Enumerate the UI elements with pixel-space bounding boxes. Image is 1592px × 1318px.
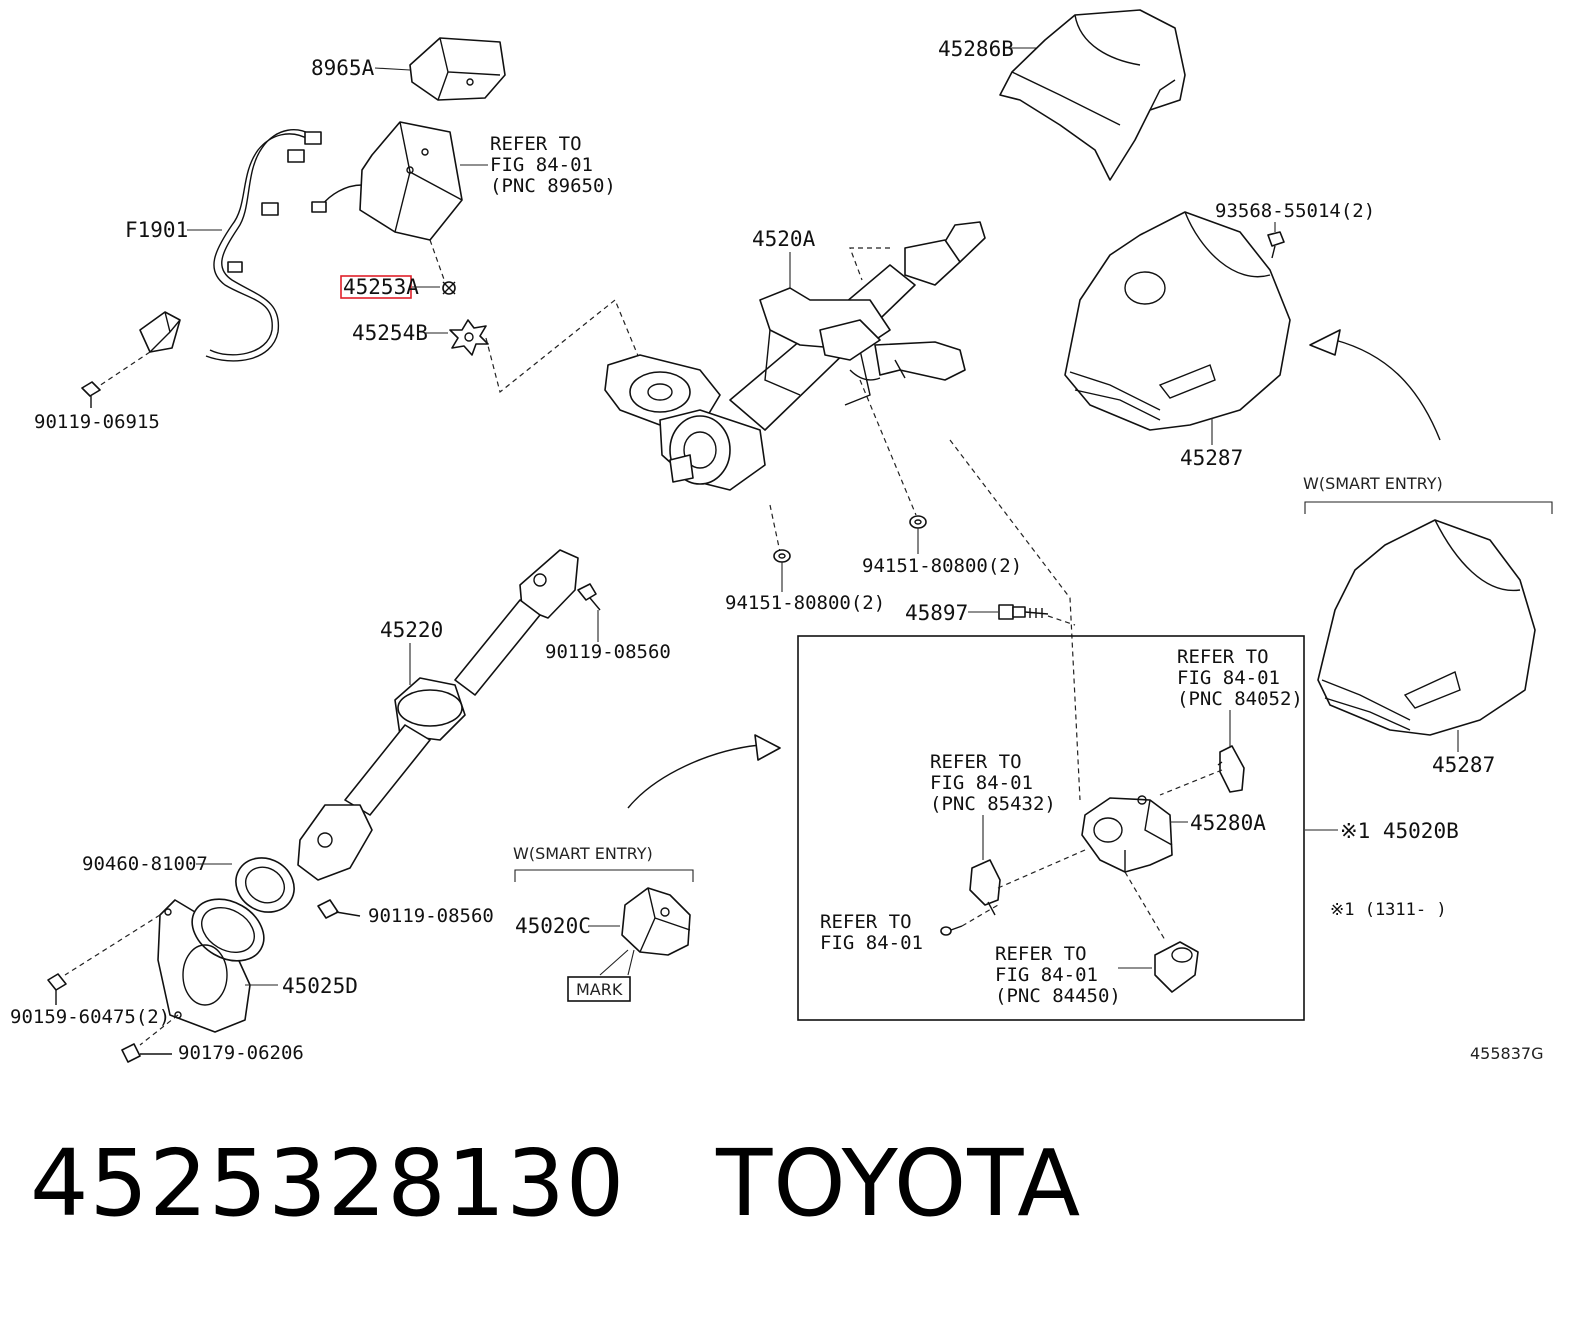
- label-refer-84450-2: FIG 84-01: [995, 964, 1098, 986]
- label-refer-89650-1: REFER TO: [490, 133, 582, 155]
- part-4520A-steering-column: [604, 221, 986, 491]
- part-bolt-90119-08560-a: [577, 583, 601, 611]
- label-note-1311: ※1 (1311- ): [1330, 900, 1447, 920]
- part-45020C-lock: [621, 887, 691, 956]
- label-smart-entry-right: W(SMART ENTRY): [1303, 474, 1443, 493]
- label-45220: 45220: [380, 618, 443, 642]
- highlight-box-45253A: [340, 275, 412, 299]
- part-84052-switch: [1217, 745, 1245, 793]
- label-94151-a: 94151-80800(2): [725, 592, 885, 614]
- label-refer-fig-1: REFER TO: [820, 911, 912, 933]
- footer-part-info: 4525328130 TOYOTA: [30, 1130, 1081, 1237]
- label-94151-b: 94151-80800(2): [862, 555, 1022, 577]
- part-ecu-89650: [311, 121, 463, 241]
- label-90159: 90159-60475(2): [10, 1006, 170, 1028]
- label-90119-08560-b: 90119-08560: [368, 905, 494, 927]
- label-93568: 93568-55014(2): [1215, 200, 1375, 222]
- label-smart-entry-mid: W(SMART ENTRY): [513, 844, 653, 863]
- label-refer-84052-1: REFER TO: [1177, 646, 1269, 668]
- label-refer-84052-3: (PNC 84052): [1177, 688, 1303, 710]
- label-45020B: ※1 45020B: [1340, 819, 1459, 843]
- label-refer-fig-2: FIG 84-01: [820, 932, 923, 954]
- part-85432-switch: [969, 859, 1001, 916]
- part-refer-screw: [940, 925, 963, 936]
- label-45020C: 45020C: [515, 914, 591, 938]
- part-bolt-90119-06915: [81, 381, 101, 408]
- label-refer-84450-3: (PNC 84450): [995, 985, 1121, 1007]
- label-90119-06915: 90119-06915: [34, 411, 160, 433]
- label-45254B: 45254B: [352, 321, 428, 345]
- part-45280A-lock-assembly: [1081, 795, 1173, 873]
- part-45220-intermediate-shaft: [297, 549, 579, 881]
- label-90179: 90179-06206: [178, 1042, 304, 1064]
- label-refer-85432-1: REFER TO: [930, 751, 1022, 773]
- label-figure-code: 455837G: [1470, 1044, 1543, 1063]
- part-F1901-harness: [139, 129, 322, 362]
- label-refer-89650-2: FIG 84-01: [490, 154, 593, 176]
- part-screw-93568: [1267, 231, 1285, 259]
- group-box-45020B: [797, 635, 1305, 1021]
- label-45286B: 45286B: [938, 37, 1014, 61]
- label-45287-top: 45287: [1180, 446, 1243, 470]
- label-refer-89650-3: (PNC 89650): [490, 175, 616, 197]
- footer-brand: TOYOTA: [716, 1130, 1082, 1237]
- label-45025D: 45025D: [282, 974, 358, 998]
- footer-part-number: 4525328130: [30, 1130, 626, 1237]
- part-45897-bolt: [998, 604, 1049, 620]
- part-45287-lower-cover-smart: [1317, 519, 1536, 736]
- label-45287-bottom: 45287: [1432, 753, 1495, 777]
- label-45253A: 45253A: [343, 275, 419, 299]
- label-refer-84450-1: REFER TO: [995, 943, 1087, 965]
- part-45025D-boot-plate: [157, 898, 265, 1033]
- part-90460-seal: [235, 857, 295, 913]
- label-90119-08560-a: 90119-08560: [545, 641, 671, 663]
- part-nut-94151-b: [909, 515, 927, 529]
- part-45286B-upper-cover: [999, 9, 1186, 181]
- part-45287-lower-cover-top: [1064, 211, 1291, 431]
- label-refer-85432-2: FIG 84-01: [930, 772, 1033, 794]
- label-45280A: 45280A: [1190, 811, 1266, 835]
- part-bolt-90159: [47, 973, 67, 1005]
- label-mark: MARK: [576, 980, 623, 999]
- part-bolt-90179: [121, 1043, 172, 1063]
- part-nut-94151-a: [773, 549, 791, 563]
- label-refer-85432-3: (PNC 85432): [930, 793, 1056, 815]
- label-90460: 90460-81007: [82, 853, 208, 875]
- part-bolt-90119-08560-b: [317, 899, 361, 919]
- label-45897: 45897: [905, 601, 968, 625]
- label-4520A: 4520A: [752, 227, 816, 251]
- label-refer-84052-2: FIG 84-01: [1177, 667, 1280, 689]
- label-8965A: 8965A: [311, 56, 375, 80]
- part-45254B-star: [449, 319, 489, 356]
- label-F1901: F1901: [125, 218, 188, 242]
- part-45253A-gear: [442, 281, 456, 295]
- part-8965A-module: [409, 37, 506, 101]
- mark-box: [567, 976, 631, 1002]
- part-84450-antenna: [1154, 941, 1199, 993]
